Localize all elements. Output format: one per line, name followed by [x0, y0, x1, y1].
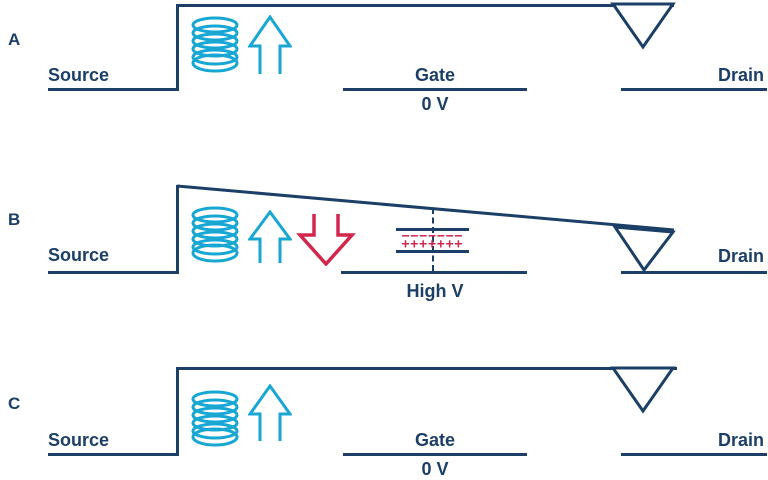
drain-electrode-line	[621, 271, 767, 274]
gate-voltage-label: 0 V	[421, 459, 449, 479]
charge-plate-top-line	[396, 228, 469, 231]
gate-voltage-label: High V	[406, 281, 464, 301]
source-electrode-line	[48, 271, 178, 274]
coil-icon	[191, 206, 239, 263]
up-arrow-icon	[248, 15, 292, 74]
plus-charge-row: +++++++	[401, 237, 464, 252]
membrane-top-line	[176, 4, 674, 7]
dashed-center-line	[432, 208, 434, 271]
down-arrow-icon	[296, 214, 356, 266]
minus-charge-row: −−−−−−−	[401, 229, 464, 244]
membrane-step-line	[176, 367, 179, 456]
coil-icon	[191, 16, 239, 73]
drain-label: Drain	[717, 65, 764, 85]
up-arrow-icon	[248, 210, 292, 263]
source-label: Source	[48, 430, 110, 450]
panel-label: C	[8, 394, 21, 413]
panel-label: A	[8, 30, 21, 49]
source-label: Source	[48, 65, 110, 85]
membrane-deflected-line	[176, 184, 675, 232]
drain-electrode-line	[621, 453, 767, 456]
membrane-step-line	[176, 185, 179, 274]
panel-label: B	[8, 210, 21, 229]
source-electrode-line	[48, 453, 178, 456]
up-arrow-icon	[248, 384, 292, 441]
charge-plate-bottom-line	[396, 250, 469, 253]
notch-triangle-icon	[610, 2, 676, 50]
gate-electrode-line	[343, 88, 527, 91]
drain-label: Drain	[717, 246, 764, 266]
source-label: Source	[48, 245, 110, 265]
membrane-top-line	[176, 367, 677, 370]
drain-label: Drain	[717, 430, 764, 450]
gate-voltage-label: 0 V	[421, 94, 449, 114]
membrane-step-line	[176, 4, 179, 91]
notch-triangle-icon	[610, 366, 676, 414]
notch-triangle-icon	[612, 225, 676, 273]
gate-label: Gate	[414, 65, 456, 85]
source-electrode-line	[48, 88, 178, 91]
coil-icon	[191, 390, 239, 447]
gate-electrode-line	[343, 453, 527, 456]
gate-electrode-line	[341, 271, 527, 274]
gate-label: Gate	[414, 430, 456, 450]
drain-electrode-line	[621, 88, 767, 91]
